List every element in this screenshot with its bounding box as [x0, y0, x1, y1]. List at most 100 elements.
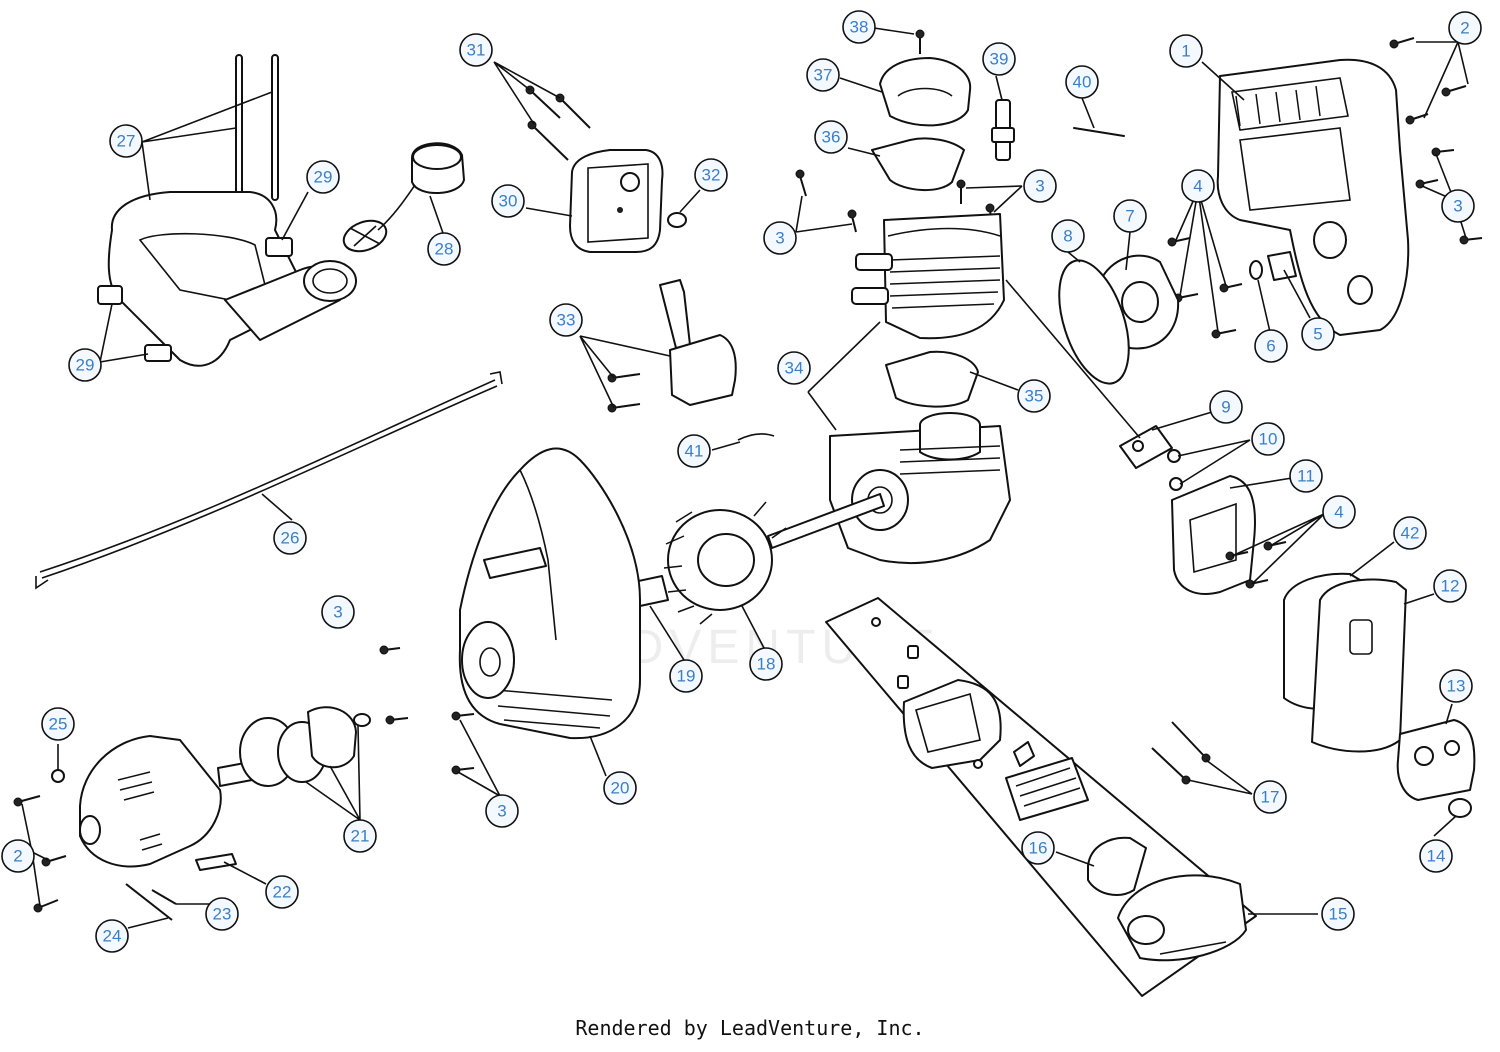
callout: 38	[842, 10, 876, 44]
housing-screws-top	[1389, 37, 1467, 125]
air-filter-base	[569, 149, 664, 253]
svg-text:28: 28	[435, 240, 454, 259]
callout: 3	[1441, 189, 1475, 223]
callout: 30	[491, 184, 525, 218]
clutch-assembly	[217, 706, 371, 787]
leader-lines	[21, 27, 1469, 929]
svg-text:17: 17	[1261, 788, 1280, 807]
cylinder-screws	[795, 169, 995, 233]
callout: 32	[694, 158, 728, 192]
callout: 25	[41, 707, 75, 741]
callout: 21	[343, 819, 377, 853]
callout: 4	[1322, 495, 1356, 529]
svg-text:3: 3	[1453, 197, 1462, 216]
callout: 31	[459, 33, 493, 67]
svg-text:36: 36	[822, 128, 841, 147]
svg-text:30: 30	[499, 192, 518, 211]
callout: 1	[1169, 34, 1203, 68]
callout: 3	[321, 595, 355, 629]
svg-text:29: 29	[76, 356, 95, 375]
crankcase	[767, 412, 1011, 565]
svg-text:3: 3	[333, 603, 342, 622]
cylinder	[851, 213, 1005, 340]
svg-text:19: 19	[677, 667, 696, 686]
svg-text:10: 10	[1259, 430, 1278, 449]
carb-adapter	[1119, 425, 1256, 595]
air-box-kit	[825, 597, 1257, 997]
callout: 28	[427, 232, 461, 266]
throttle-cable	[35, 371, 503, 590]
callout: 10	[1251, 422, 1285, 456]
callout: 27	[109, 124, 143, 158]
callout: 29	[306, 160, 340, 194]
callout: 35	[1017, 379, 1051, 413]
svg-text:24: 24	[103, 927, 122, 946]
render-credit: Rendered by LeadVenture, Inc.	[575, 1016, 925, 1040]
callout: 42	[1393, 516, 1427, 550]
svg-text:1: 1	[1181, 42, 1190, 61]
svg-text:33: 33	[557, 311, 576, 330]
svg-text:15: 15	[1329, 905, 1348, 924]
callout: 39	[982, 42, 1016, 76]
base-gasket	[885, 350, 979, 408]
ignition-coil	[607, 279, 737, 413]
callout: 6	[1254, 329, 1288, 363]
bearing-plate	[1058, 254, 1180, 385]
svg-text:31: 31	[467, 41, 486, 60]
svg-text:42: 42	[1401, 524, 1420, 543]
callout: 18	[749, 647, 783, 681]
svg-text:2: 2	[13, 847, 22, 866]
callout: 2	[1, 839, 35, 873]
svg-text:14: 14	[1427, 847, 1446, 866]
svg-text:20: 20	[611, 779, 630, 798]
svg-text:7: 7	[1125, 207, 1134, 226]
svg-text:29: 29	[314, 168, 333, 187]
svg-text:8: 8	[1063, 227, 1072, 246]
insulator-plates	[1283, 572, 1407, 753]
callout: 26	[273, 521, 307, 555]
starter-housing	[458, 447, 641, 740]
callout: 16	[1021, 831, 1055, 865]
svg-text:3: 3	[497, 802, 506, 821]
air-box-screws	[1151, 721, 1211, 785]
svg-text:26: 26	[281, 529, 300, 548]
svg-text:9: 9	[1221, 398, 1230, 417]
callout: 3	[485, 794, 519, 828]
callout: 3	[763, 221, 797, 255]
o-ring-32	[667, 212, 687, 228]
callout: 24	[95, 919, 129, 953]
callout: 37	[806, 58, 840, 92]
svg-text:6: 6	[1266, 337, 1275, 356]
svg-text:23: 23	[213, 905, 232, 924]
valve-cover-assembly	[871, 29, 1125, 192]
callout: 3	[1023, 169, 1057, 203]
tank-rods	[235, 54, 279, 201]
svg-text:34: 34	[785, 359, 804, 378]
callout: 40	[1065, 65, 1099, 99]
svg-text:27: 27	[117, 132, 136, 151]
fuel-tank	[97, 191, 357, 367]
svg-text:41: 41	[685, 442, 704, 461]
svg-text:13: 13	[1447, 677, 1466, 696]
clip-41	[737, 433, 775, 441]
callout: 15	[1321, 897, 1355, 931]
carburetor	[1396, 719, 1476, 818]
svg-text:3: 3	[1035, 177, 1044, 196]
fuel-cap	[342, 142, 465, 253]
svg-text:16: 16	[1029, 839, 1048, 858]
callout: 11	[1289, 459, 1323, 493]
svg-text:12: 12	[1441, 577, 1460, 596]
svg-text:11: 11	[1297, 467, 1315, 486]
callout: 12	[1433, 569, 1467, 603]
callout: 17	[1253, 780, 1287, 814]
svg-text:3: 3	[775, 229, 784, 248]
svg-text:4: 4	[1193, 177, 1202, 196]
svg-text:25: 25	[49, 715, 68, 734]
svg-text:40: 40	[1073, 73, 1092, 92]
clutch-housing-fasteners	[13, 769, 177, 921]
callout: 4	[1181, 169, 1215, 203]
callout: 20	[603, 771, 637, 805]
callout: 33	[549, 303, 583, 337]
callout: 19	[669, 659, 703, 693]
svg-text:2: 2	[1460, 19, 1469, 38]
